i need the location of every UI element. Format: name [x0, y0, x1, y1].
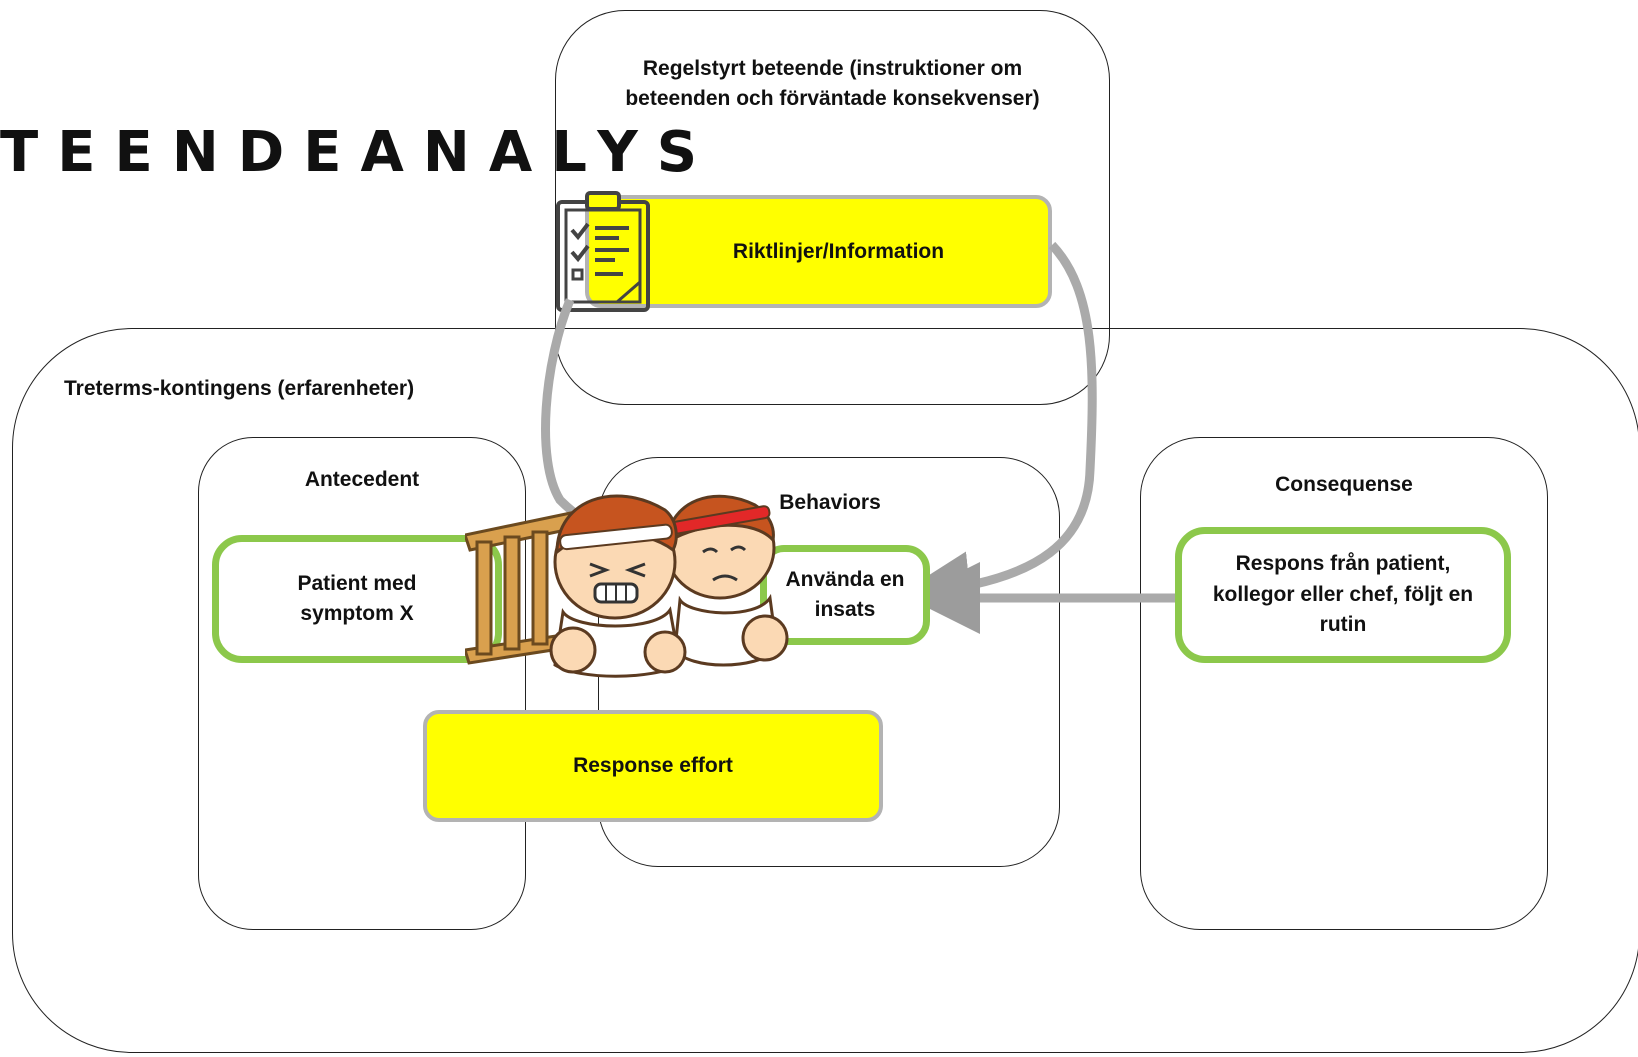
rule-governed-label: Regelstyrt beteende (instruktioner om be…	[625, 57, 1040, 111]
antecedent-frame	[198, 437, 526, 930]
guidelines-label: Riktlinjer/Information	[732, 239, 945, 263]
behaviors-title: Behaviors	[779, 491, 881, 514]
antecedent-title: Antecedent	[304, 468, 420, 491]
behaviors-item: Använda en insats	[785, 567, 905, 621]
guidelines-box: Riktlinjer/Information	[585, 195, 1052, 308]
rule-governed-frame	[555, 10, 1110, 405]
response-effort-box: Response effort	[423, 710, 883, 822]
clipboard-checklist-icon	[556, 191, 650, 312]
guidelines-to-behaviors-arrow	[898, 241, 1097, 624]
page-title: TEENDEANALYS	[0, 120, 717, 185]
antecedent-item: Patient med symptom X	[297, 571, 417, 625]
consequence-title: Consequense	[1275, 473, 1413, 496]
antecedent-item-box: Patient med symptom X	[212, 535, 502, 663]
contingency-label: Treterms-kontingens (erfarenheter)	[64, 377, 415, 400]
consequence-item: Respons från patient, kollegor eller che…	[1212, 552, 1474, 637]
consequence-frame	[1140, 437, 1548, 930]
response-effort-label: Response effort	[573, 754, 733, 777]
contingency-frame	[12, 328, 1638, 1053]
behaviors-item-box: Använda en insats	[760, 545, 930, 645]
struggling-kids-ladder-icon	[465, 494, 789, 678]
consequence-item-box: Respons från patient, kollegor eller che…	[1175, 527, 1511, 663]
